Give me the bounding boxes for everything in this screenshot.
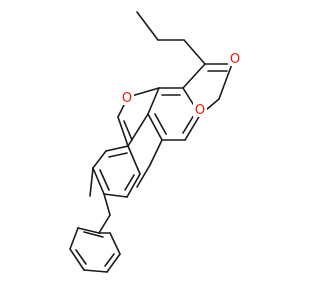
bond — [126, 173, 141, 198]
molecule-diagram: O O O — [69, 11, 242, 273]
bond — [147, 113, 163, 141]
structure-drawing: O O O — [69, 11, 242, 273]
bond — [183, 39, 206, 65]
bond — [109, 232, 121, 255]
phenyl-ring-outer — [69, 167, 121, 273]
atom-label-ring-oxygen: O — [195, 103, 205, 118]
bond — [105, 145, 129, 152]
double-bond-inner — [182, 114, 195, 134]
bond — [92, 150, 107, 169]
atom-o-pyranone: O — [193, 101, 207, 118]
double-bond-inner — [104, 253, 115, 267]
propyl-chain — [136, 11, 206, 65]
atom-o-furan: O — [120, 89, 134, 106]
bond — [103, 193, 111, 216]
central-benzene-ring — [147, 87, 201, 141]
bond — [127, 113, 149, 147]
double-bond-inner — [154, 113, 167, 135]
phenyl-ring-inner — [92, 145, 141, 198]
bond — [89, 167, 94, 197]
double-bond-inner — [99, 169, 110, 191]
bond — [184, 114, 201, 141]
bond — [106, 253, 121, 273]
bond — [92, 167, 105, 195]
double-bond-inner — [123, 120, 133, 141]
bond — [98, 214, 111, 234]
bond — [147, 87, 160, 115]
atom-label-furan-oxygen: O — [122, 91, 132, 106]
bond — [136, 11, 159, 41]
bond — [218, 63, 233, 100]
methyl-group — [136, 139, 163, 188]
bond — [69, 248, 85, 271]
bond — [149, 139, 163, 166]
double-bond-inner — [83, 231, 104, 238]
bond — [127, 145, 141, 175]
double-bond-inner — [108, 152, 128, 158]
double-bond-inner — [124, 174, 135, 191]
atom-label-carbonyl-oxygen: O — [230, 52, 240, 67]
double-bond-inner — [75, 249, 87, 265]
bond — [136, 164, 151, 188]
bond — [77, 227, 100, 234]
bond — [182, 63, 206, 89]
bond — [103, 193, 128, 198]
bond — [83, 269, 108, 273]
atom-o-carbonyl: O — [228, 50, 242, 67]
bond — [69, 227, 79, 250]
bond — [117, 116, 129, 147]
